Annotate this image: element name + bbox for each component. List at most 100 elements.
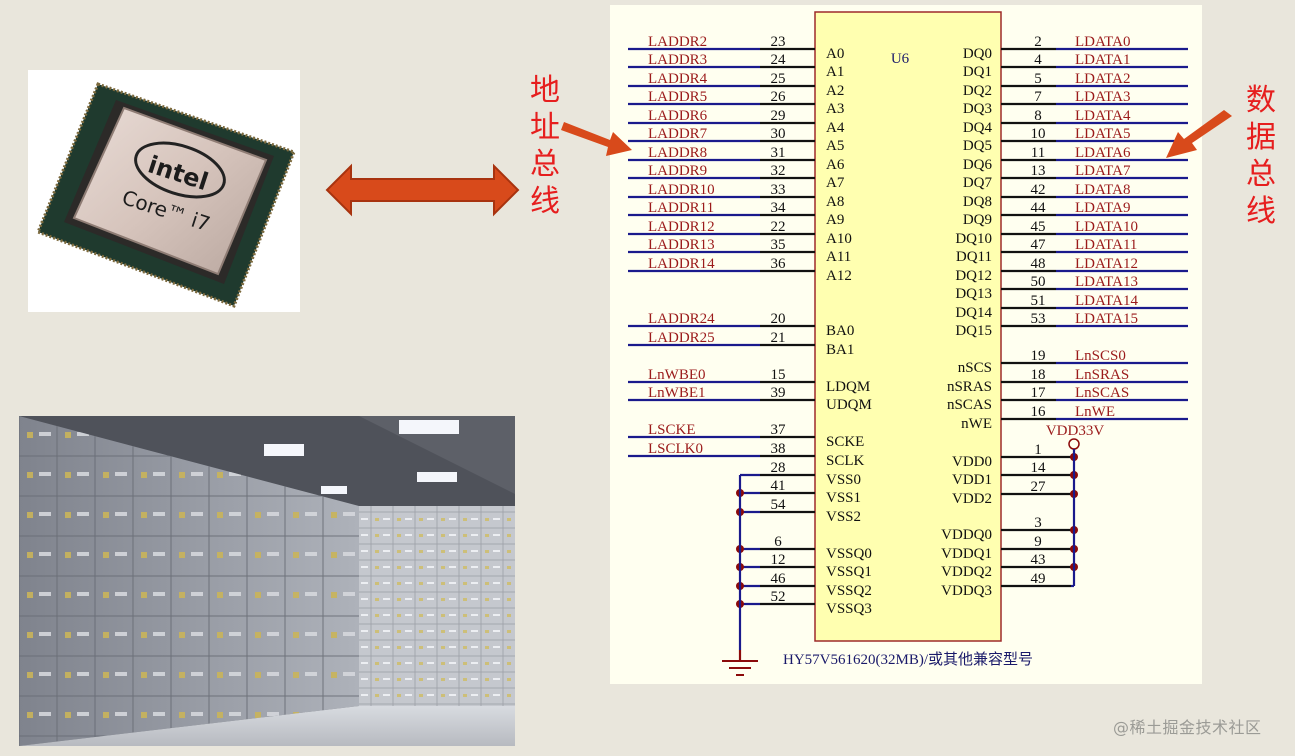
pin-name: VSSQ1 xyxy=(826,564,872,580)
pin-name: A5 xyxy=(826,138,844,154)
pin-number: 31 xyxy=(771,145,786,161)
pin-name: BA0 xyxy=(826,323,854,339)
net-label: LADDR13 xyxy=(648,237,715,253)
pin-name: VSS1 xyxy=(826,490,861,506)
pin-number: 21 xyxy=(771,330,786,346)
pin-number: 52 xyxy=(771,589,786,605)
net-label: LADDR4 xyxy=(648,71,708,87)
pin-name: VDDQ1 xyxy=(941,546,992,562)
pin-number: 28 xyxy=(771,460,786,476)
data-pointer-arrow-icon xyxy=(1166,110,1232,158)
pin-number: 53 xyxy=(1031,311,1046,327)
data-bus-char: 总 xyxy=(1246,157,1276,192)
net-label: LnWBE1 xyxy=(648,385,706,401)
net-label: LADDR14 xyxy=(648,256,715,272)
pin-name: DQ4 xyxy=(963,120,993,136)
pin-name: A8 xyxy=(826,194,844,210)
net-label: LDATA13 xyxy=(1075,274,1138,290)
pin-number: 45 xyxy=(1031,219,1046,235)
pin-number: 49 xyxy=(1031,571,1046,587)
pin-number: 20 xyxy=(771,311,786,327)
net-label: LDATA10 xyxy=(1075,219,1138,235)
pin-name: DQ14 xyxy=(955,305,992,321)
cpu-image: intel Core™ i7 xyxy=(28,70,300,312)
net-label: LDATA15 xyxy=(1075,311,1138,327)
power-net-label: VDD33V xyxy=(1046,423,1104,439)
net-label: LDATA14 xyxy=(1075,293,1138,309)
net-label: LDATA0 xyxy=(1075,34,1130,50)
pin-number: 32 xyxy=(771,163,786,179)
pin-number: 48 xyxy=(1031,256,1046,272)
pin-name: SCKE xyxy=(826,434,864,450)
net-label: LDATA4 xyxy=(1075,108,1131,124)
pin-name: DQ12 xyxy=(955,268,992,284)
pin-name: A12 xyxy=(826,268,852,284)
net-label: LADDR8 xyxy=(648,145,707,161)
pin-number: 26 xyxy=(771,89,787,105)
pin-number: 3 xyxy=(1034,515,1042,531)
net-label: LSCLK0 xyxy=(648,441,703,457)
pin-number: 46 xyxy=(771,571,787,587)
pin-number: 1 xyxy=(1034,442,1042,458)
pin-name: UDQM xyxy=(826,397,872,413)
pin-number: 30 xyxy=(771,126,786,142)
net-label: LADDR5 xyxy=(648,89,707,105)
net-label: LDATA12 xyxy=(1075,256,1138,272)
pin-number: 38 xyxy=(771,441,786,457)
pin-name: A1 xyxy=(826,64,844,80)
net-label: LnSCS0 xyxy=(1075,348,1126,364)
intel-core-i7-chip-icon: intel Core™ i7 xyxy=(36,82,296,308)
pin-name: DQ8 xyxy=(963,194,992,210)
address-bus-char: 总 xyxy=(530,147,560,182)
pin-number: 29 xyxy=(771,108,786,124)
pin-number: 11 xyxy=(1031,145,1045,161)
pin-name: VSSQ0 xyxy=(826,546,872,562)
pin-number: 16 xyxy=(1031,404,1047,420)
address-bus-char: 址 xyxy=(530,110,560,145)
chip-designator: U6 xyxy=(891,51,910,67)
pin-name: DQ1 xyxy=(963,64,992,80)
pin-name: DQ15 xyxy=(955,323,992,339)
pin-number: 5 xyxy=(1034,71,1042,87)
pin-name: VDDQ2 xyxy=(941,564,992,580)
memory-vault-image xyxy=(19,416,515,746)
pin-number: 17 xyxy=(1031,385,1047,401)
pin-number: 44 xyxy=(1031,200,1047,216)
pin-name: A11 xyxy=(826,249,851,265)
pin-name: DQ13 xyxy=(955,286,992,302)
pin-number: 51 xyxy=(1031,293,1046,309)
pin-name: A7 xyxy=(826,175,845,191)
pin-number: 41 xyxy=(771,478,786,494)
pin-name: nSCAS xyxy=(947,397,992,413)
pin-number: 43 xyxy=(1031,552,1046,568)
net-label: LADDR7 xyxy=(648,126,708,142)
pin-number: 34 xyxy=(771,200,787,216)
part-caption: HY57V561620(32MB)/或其他兼容型号 xyxy=(783,651,1033,668)
net-label: LADDR3 xyxy=(648,52,707,68)
pin-number: 2 xyxy=(1034,34,1042,50)
bidirectional-arrow-icon xyxy=(325,163,520,217)
pin-number: 13 xyxy=(1031,163,1046,179)
pin-number: 50 xyxy=(1031,274,1046,290)
pin-name: DQ11 xyxy=(956,249,992,265)
pin-name: VDDQ3 xyxy=(941,583,992,599)
net-label: LDATA7 xyxy=(1075,163,1131,179)
pin-number: 36 xyxy=(771,256,787,272)
data-bus-char: 据 xyxy=(1246,120,1276,155)
pin-name: VSS0 xyxy=(826,472,861,488)
pin-name: DQ10 xyxy=(955,231,992,247)
pin-name: A2 xyxy=(826,83,844,99)
pin-name: DQ2 xyxy=(963,83,992,99)
pin-number: 42 xyxy=(1031,182,1046,198)
pin-number: 7 xyxy=(1034,89,1042,105)
net-label: LDATA5 xyxy=(1075,126,1130,142)
pin-name: A10 xyxy=(826,231,852,247)
net-label: LADDR2 xyxy=(648,34,707,50)
pin-number: 35 xyxy=(771,237,786,253)
address-pointer-arrow-icon xyxy=(561,122,632,156)
address-bus-char: 地 xyxy=(530,73,560,108)
safe-deposit-boxes-icon xyxy=(19,416,515,746)
address-bus-char: 线 xyxy=(530,184,560,219)
net-label: LDATA9 xyxy=(1075,200,1130,216)
